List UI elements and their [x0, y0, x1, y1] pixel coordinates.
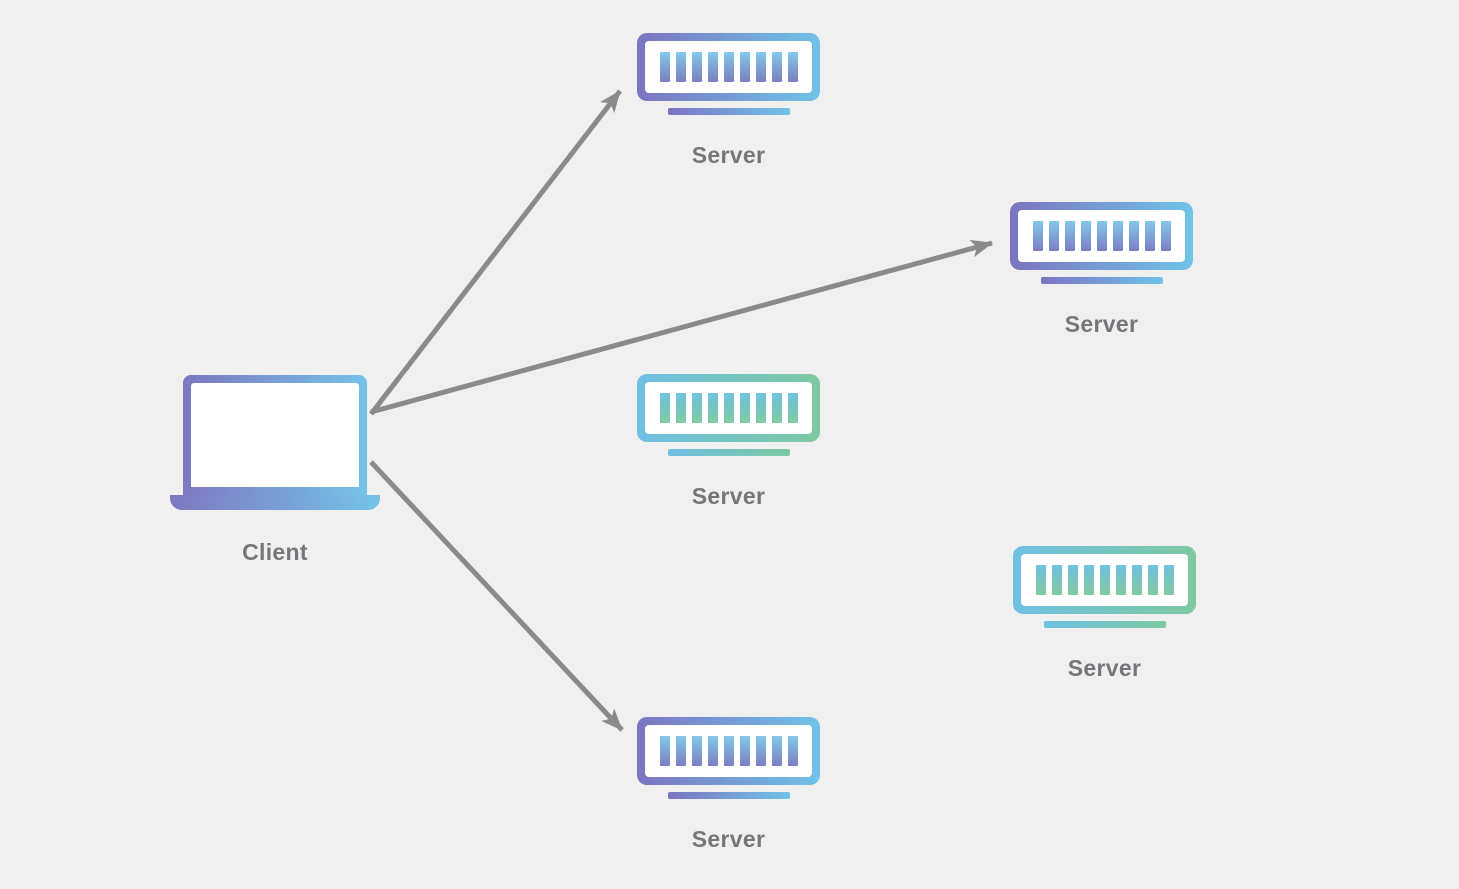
- server-vent-bar: [1144, 221, 1155, 251]
- server-vents: [645, 725, 812, 777]
- server-vent-bar: [771, 393, 782, 423]
- server-vent-bar: [1160, 221, 1171, 251]
- server-vent-bar: [707, 52, 718, 82]
- server-vent-bar: [755, 393, 766, 423]
- client-node: Client: [170, 375, 380, 566]
- server-vent-bar: [1051, 565, 1062, 595]
- server-vents: [645, 382, 812, 434]
- server-vents: [1018, 210, 1185, 262]
- server-vent-bar: [675, 52, 686, 82]
- server-icon: [637, 374, 820, 456]
- server-vent-bar: [1032, 221, 1043, 251]
- server-node-right: Server: [1010, 202, 1193, 338]
- server-box: [637, 33, 820, 101]
- laptop-screen: [183, 375, 367, 495]
- server-vent-bar: [1048, 221, 1059, 251]
- server-vent-bar: [1099, 565, 1110, 595]
- server-vent-bar: [1067, 565, 1078, 595]
- server-vent-bar: [675, 736, 686, 766]
- server-vent-bar: [739, 393, 750, 423]
- server-vent-bar: [723, 52, 734, 82]
- server-node-top: Server: [637, 33, 820, 169]
- server-vent-bar: [755, 736, 766, 766]
- server-label: Server: [1064, 311, 1139, 337]
- server-vent-bar: [1096, 221, 1107, 251]
- server-underline: [667, 449, 790, 456]
- client-label: Client: [242, 539, 308, 565]
- server-underline: [667, 792, 790, 799]
- server-vent-bar: [1128, 221, 1139, 251]
- server-vent-bar: [1080, 221, 1091, 251]
- server-label: Server: [691, 483, 766, 509]
- arrow-client-to-top-server: [369, 89, 622, 416]
- server-box: [637, 717, 820, 785]
- server-label: Server: [1067, 655, 1142, 681]
- server-vent-bar: [739, 52, 750, 82]
- server-vent-bar: [1035, 565, 1046, 595]
- server-vent-bar: [787, 736, 798, 766]
- server-icon: [1010, 202, 1193, 284]
- server-label: Server: [691, 142, 766, 168]
- server-box: [1010, 202, 1193, 270]
- server-vent-bar: [1112, 221, 1123, 251]
- server-vent-bar: [659, 736, 670, 766]
- server-node-middle: Server: [637, 374, 820, 510]
- server-vent-bar: [739, 736, 750, 766]
- server-vents: [645, 41, 812, 93]
- server-box: [1013, 546, 1196, 614]
- server-box: [637, 374, 820, 442]
- server-vent-bar: [787, 52, 798, 82]
- server-vent-bar: [1083, 565, 1094, 595]
- server-vent-bar: [723, 736, 734, 766]
- server-vent-bar: [1163, 565, 1174, 595]
- server-vent-bar: [787, 393, 798, 423]
- arrow-client-to-bottom-server: [369, 460, 624, 732]
- server-vent-bar: [675, 393, 686, 423]
- server-vent-bar: [707, 393, 718, 423]
- client-laptop-icon: [170, 375, 380, 510]
- server-icon: [637, 717, 820, 799]
- server-icon: [1013, 546, 1196, 628]
- server-node-bottom: Server: [637, 717, 820, 853]
- server-vents: [1021, 554, 1188, 606]
- server-icon: [637, 33, 820, 115]
- server-underline: [1040, 277, 1163, 284]
- server-vent-bar: [691, 736, 702, 766]
- server-node-bottom-right: Server: [1013, 546, 1196, 682]
- laptop-base: [170, 495, 380, 510]
- server-vent-bar: [691, 52, 702, 82]
- server-vent-bar: [723, 393, 734, 423]
- server-vent-bar: [1147, 565, 1158, 595]
- server-vent-bar: [1064, 221, 1075, 251]
- server-underline: [667, 108, 790, 115]
- server-vent-bar: [1131, 565, 1142, 595]
- server-vent-bar: [755, 52, 766, 82]
- server-vent-bar: [691, 393, 702, 423]
- laptop-screen-display: [191, 383, 359, 487]
- server-label: Server: [691, 826, 766, 852]
- server-vent-bar: [771, 52, 782, 82]
- server-vent-bar: [707, 736, 718, 766]
- server-vent-bar: [1115, 565, 1126, 595]
- server-vent-bar: [659, 52, 670, 82]
- server-underline: [1043, 621, 1166, 628]
- server-vent-bar: [659, 393, 670, 423]
- server-vent-bar: [771, 736, 782, 766]
